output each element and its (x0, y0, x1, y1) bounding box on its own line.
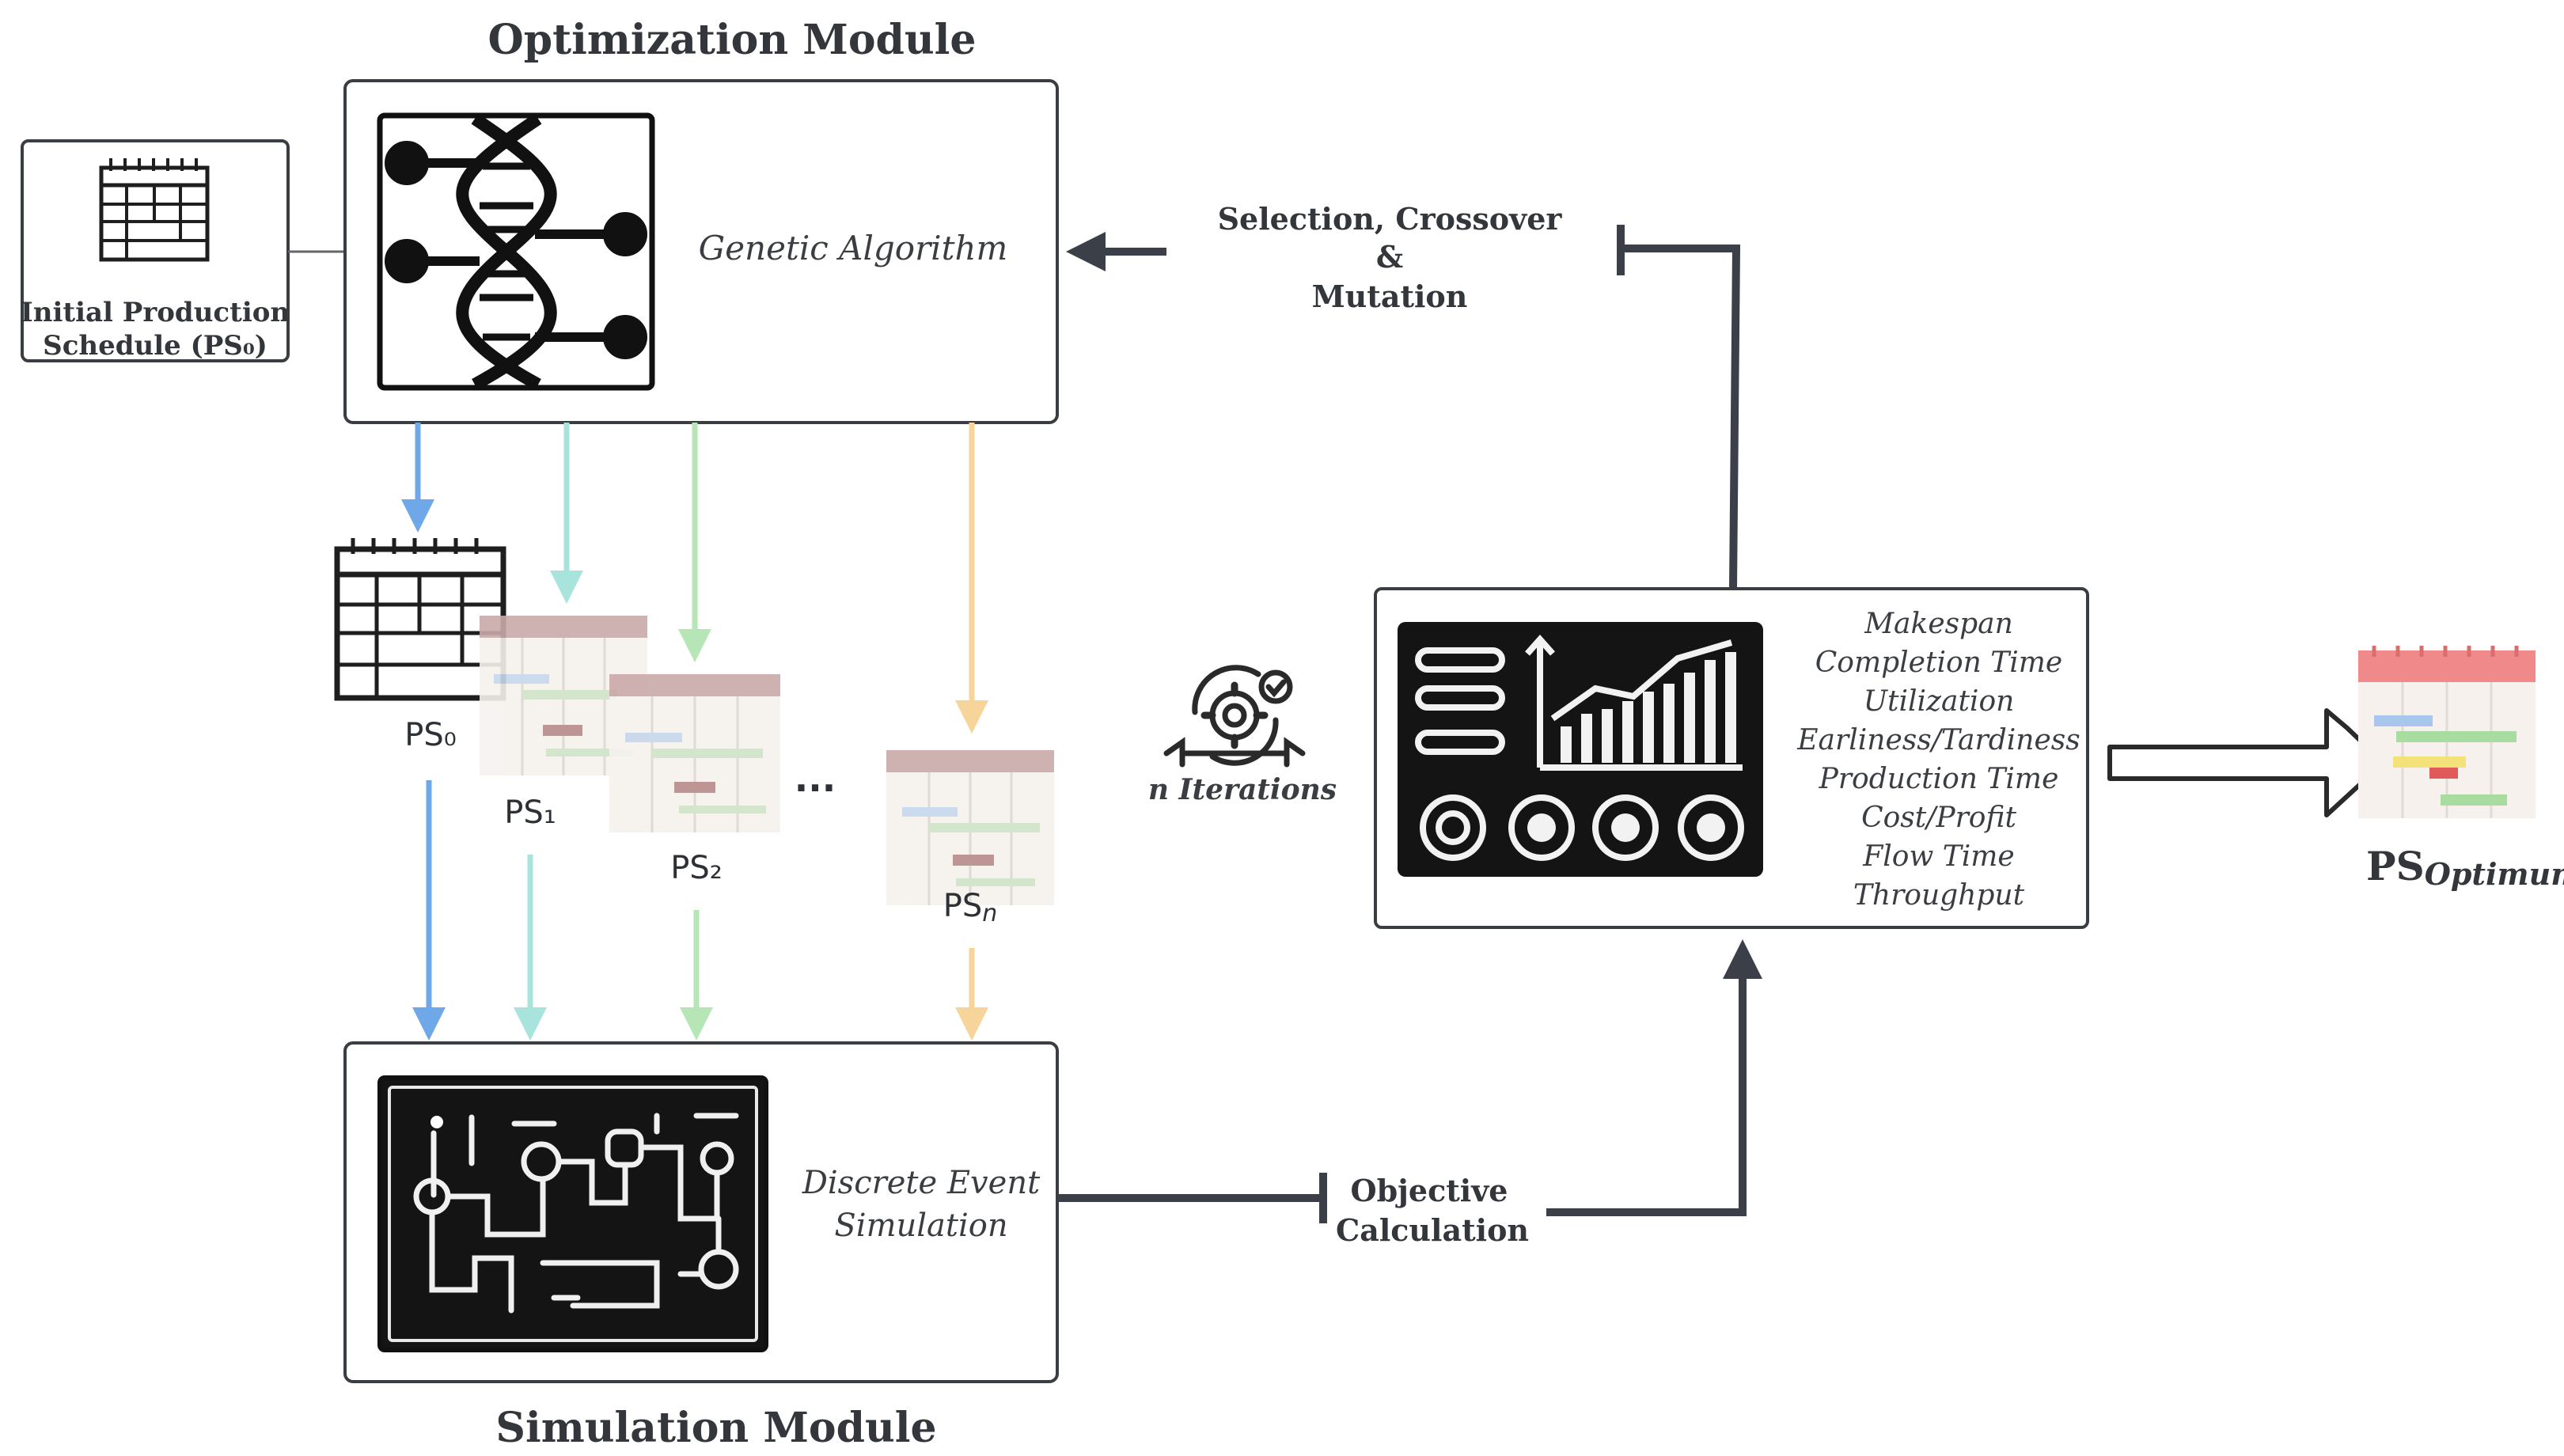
ps0-calendar (334, 538, 506, 701)
ps2-label: PS₂ (670, 850, 723, 886)
metric-production-time: Production Time (1819, 763, 2059, 795)
simulation-module-box: Discrete Event Simulation (343, 1041, 1059, 1383)
metric-utilization: Utilization (1864, 685, 2015, 718)
selection-crossover-label-line1: Selection, Crossover (1218, 201, 1563, 237)
calendar-icon (99, 158, 210, 262)
selection-crossover-label-line2: & (1376, 239, 1403, 275)
dna-icon (377, 112, 655, 391)
ps1-label: PS₁ (504, 794, 556, 831)
discrete-event-label-line1: Discrete Event (802, 1165, 1041, 1201)
metric-completion-time: Completion Time (1815, 646, 2062, 679)
optimum-label: PSOptimum (2366, 843, 2564, 892)
objective-label-line2: Calculation (1336, 1212, 1529, 1248)
psn-label: PSn (943, 888, 998, 927)
ellipsis: ... (795, 757, 836, 800)
optimum-label-sub: Optimum (2425, 856, 2564, 892)
optimization-module-title: Optimization Module (487, 16, 976, 64)
psn-label-base: PS (943, 888, 983, 924)
iterations-label: n Iterations (1148, 773, 1337, 806)
discrete-event-label-line2: Simulation (834, 1208, 1007, 1244)
iterations-cycle-icon (1163, 665, 1306, 768)
optimization-module-box: Genetic Algorithm (343, 79, 1059, 424)
ps2-calendar (609, 674, 780, 832)
optimum-calendar (2358, 646, 2536, 818)
initial-schedule-label-line1: Initial Production (21, 297, 290, 328)
selection-crossover-label-line3: Mutation (1312, 279, 1468, 314)
initial-schedule-box: Initial Production Schedule (PS₀) (21, 139, 290, 362)
objective-label-line1: Objective (1351, 1173, 1508, 1208)
initial-schedule-label-line2: Schedule (PS₀) (43, 330, 267, 362)
circuit-icon (377, 1075, 768, 1352)
ps0-label: PS₀ (404, 717, 457, 753)
metric-flow-time: Flow Time (1862, 840, 2014, 873)
metric-makespan: Makespan (1864, 608, 2013, 640)
dashboard-icon (1398, 622, 1763, 877)
metric-throughput: Throughput (1853, 879, 2025, 912)
genetic-algorithm-label: Genetic Algorithm (699, 229, 1008, 267)
feedback-line (1621, 245, 1741, 590)
objective-to-metrics-line (1546, 939, 1762, 1216)
optimum-label-base: PS (2366, 843, 2425, 889)
output-arrow (2107, 708, 2386, 817)
metrics-box: Makespan Completion Time Utilization Ear… (1374, 587, 2089, 929)
metric-cost-profit: Cost/Profit (1861, 802, 2016, 834)
simulation-module-title: Simulation Module (495, 1404, 936, 1452)
metric-earliness-tardiness: Earliness/Tardiness (1796, 724, 2080, 756)
psn-calendar (886, 750, 1054, 905)
psn-label-sub: n (982, 900, 997, 927)
metrics-list: Makespan Completion Time Utilization Ear… (1796, 608, 2080, 912)
